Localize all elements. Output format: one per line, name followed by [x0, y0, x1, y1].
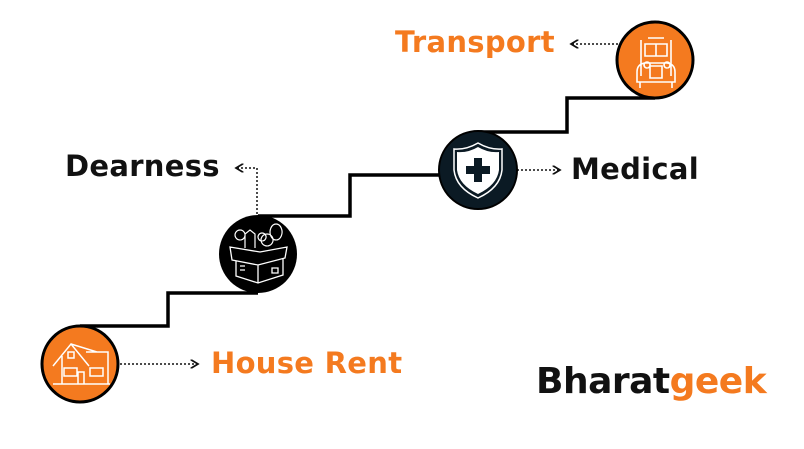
house-icon [40, 324, 120, 404]
transport-label: Transport [395, 25, 555, 59]
bharatgeek-logo: Bharatgeek [536, 361, 767, 402]
logo-part-bharat: Bharat [536, 361, 670, 402]
bus-icon [615, 20, 695, 100]
staircase-line [80, 291, 258, 328]
medical-label: Medical [571, 152, 700, 186]
dearness-label: Dearness [65, 149, 220, 183]
logo-part-geek: geek [669, 361, 767, 402]
staircase-line [478, 96, 655, 134]
staircase-line [258, 173, 478, 218]
dearness-arrow [236, 168, 258, 214]
medical-shield-icon [438, 130, 518, 210]
grocery-box-icon [219, 215, 297, 293]
house-rent-label: House Rent [211, 346, 403, 380]
